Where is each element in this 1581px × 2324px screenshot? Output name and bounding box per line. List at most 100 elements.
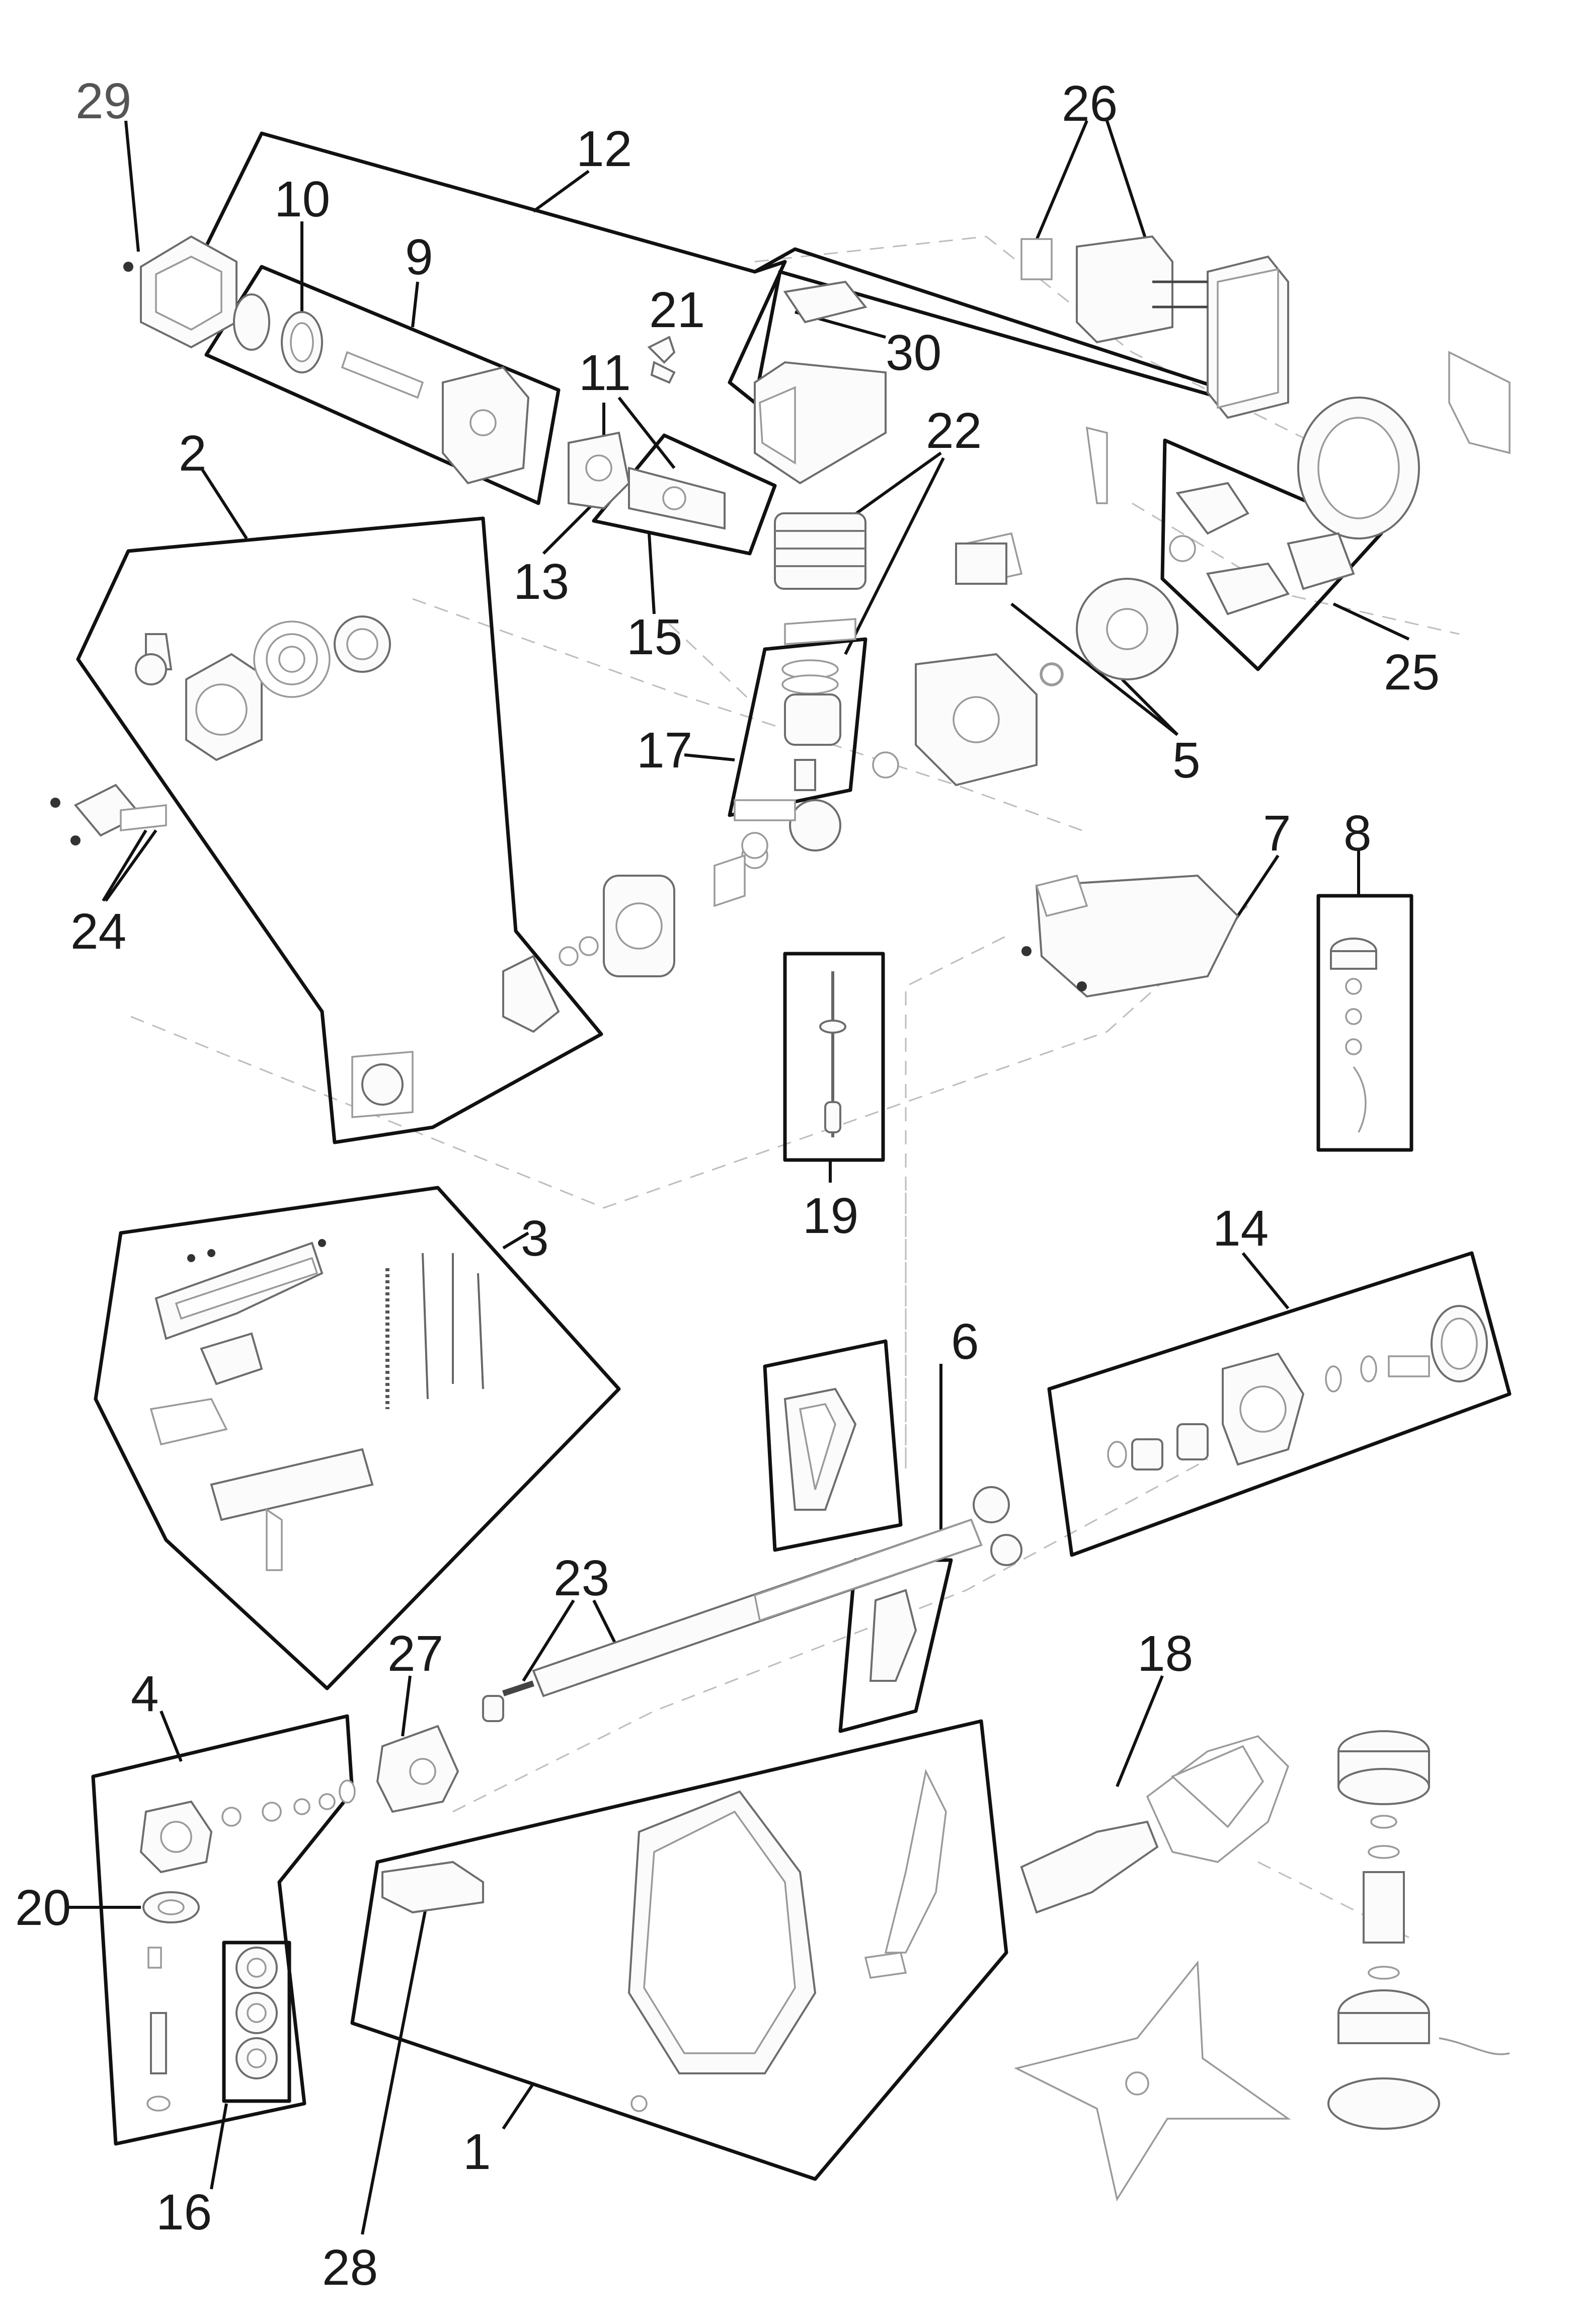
callout-17: 17 (637, 722, 692, 779)
outline-group-17 (728, 637, 867, 817)
leader-lines (65, 120, 1410, 2235)
callout-7: 7 (1263, 805, 1291, 862)
callout-10: 10 (274, 171, 330, 227)
callout-23: 23 (554, 1550, 609, 1606)
leader-13 (542, 502, 595, 555)
callout-15: 15 (626, 609, 682, 665)
callout-3: 3 (521, 1210, 549, 1267)
piston (781, 659, 841, 791)
leader-29 (124, 120, 140, 252)
drive-shaft (482, 1518, 983, 1722)
callout-5: 5 (1172, 732, 1201, 789)
starter-assembly (135, 615, 768, 1118)
leader-5b (1010, 602, 1178, 736)
spark-plug (647, 336, 676, 384)
trimmer-head (1327, 1730, 1510, 2130)
outline-group-2 (76, 516, 603, 1144)
callout-labels: 29 10 9 12 26 21 30 11 22 2 13 15 25 17 … (15, 73, 1440, 2296)
callout-2: 2 (179, 425, 207, 482)
callout-18: 18 (1137, 1625, 1193, 1682)
engine-cover (754, 280, 887, 485)
callout-21: 21 (649, 282, 705, 338)
callout-28: 28 (322, 2239, 378, 2296)
leader-25 (1332, 602, 1410, 641)
callout-8: 8 (1343, 805, 1372, 862)
air-filter-housing (123, 235, 238, 349)
callout-24: 24 (70, 903, 126, 960)
leader-16 (210, 2103, 228, 2190)
fuel-tank (1021, 874, 1239, 998)
outline-group-3 (94, 1186, 621, 1690)
callout-16: 16 (156, 2184, 212, 2240)
leader-15 (648, 533, 656, 614)
fuel-line (819, 971, 846, 1137)
leader-24a (102, 829, 147, 902)
leader-28 (361, 1872, 434, 2235)
leader-14 (1241, 1252, 1290, 1309)
leader-27 (401, 1675, 412, 1737)
callout-22: 22 (926, 403, 982, 459)
callout-27: 27 (387, 1625, 443, 1682)
loop-handle (783, 1387, 1022, 1682)
bracket-24 (50, 784, 167, 845)
cylinder (774, 512, 866, 645)
outline-group-12 (189, 131, 1265, 405)
blade-guard (627, 1768, 947, 2112)
callout-26: 26 (1062, 75, 1118, 132)
leader-17 (684, 753, 735, 761)
leader-3 (502, 1231, 529, 1250)
leader-12 (532, 170, 590, 213)
group-outlines (76, 131, 1512, 2181)
shoulder-harness (1020, 1735, 1290, 1914)
leader-9 (411, 281, 419, 328)
callout-19: 19 (803, 1188, 858, 1244)
outline-group-6 (763, 1339, 903, 1552)
leader-24b (104, 829, 157, 902)
fan-shroud (1297, 351, 1511, 539)
callout-9: 9 (405, 229, 433, 285)
guard-bracket (381, 1861, 484, 1914)
callout-20: 20 (15, 1880, 71, 1936)
filter-assembly (233, 293, 530, 485)
callout-12: 12 (576, 121, 632, 177)
fuel-cap (1330, 938, 1377, 1133)
callout-29: 29 (75, 73, 131, 129)
leader-11b (617, 397, 676, 469)
shaft-clamp (376, 1725, 459, 1813)
leader-26b (1105, 120, 1151, 252)
carburettor (568, 431, 630, 510)
ignition-coil (955, 426, 1108, 585)
muffler (1020, 235, 1289, 419)
leader-18 (1116, 1675, 1164, 1788)
insulator-block (628, 467, 726, 530)
leader-4 (160, 1710, 183, 1762)
throttle-handle (149, 1239, 484, 1571)
gearhead (139, 1779, 356, 2112)
clutch (1169, 482, 1355, 615)
callout-4: 4 (131, 1666, 159, 1722)
crankcase (872, 653, 1064, 787)
outline-group-16 (222, 1941, 291, 2103)
leader-2 (200, 467, 248, 539)
clutch-drum-assembly (1107, 1305, 1488, 1470)
outline-group-1 (350, 1719, 1008, 2181)
callout-6: 6 (951, 1313, 979, 1370)
outline-group-8 (1316, 894, 1413, 1152)
callout-14: 14 (1213, 1200, 1269, 1257)
callout-25: 25 (1384, 644, 1440, 701)
leader-5a (1121, 678, 1179, 736)
callout-1: 1 (463, 2124, 491, 2180)
outline-group-4 (91, 1714, 354, 2146)
leader-22b (844, 457, 945, 655)
parts (50, 235, 1511, 2202)
outline-group-14 (1047, 1251, 1512, 1557)
callout-30: 30 (886, 325, 941, 381)
leader-1 (502, 2082, 535, 2130)
bearing-set (235, 1947, 278, 2079)
leader-26a (1030, 120, 1088, 253)
leader-23a (522, 1599, 575, 1682)
callout-11: 11 (579, 345, 631, 401)
callout-13: 13 (513, 554, 569, 610)
cutting-blade (1013, 1960, 1291, 2202)
